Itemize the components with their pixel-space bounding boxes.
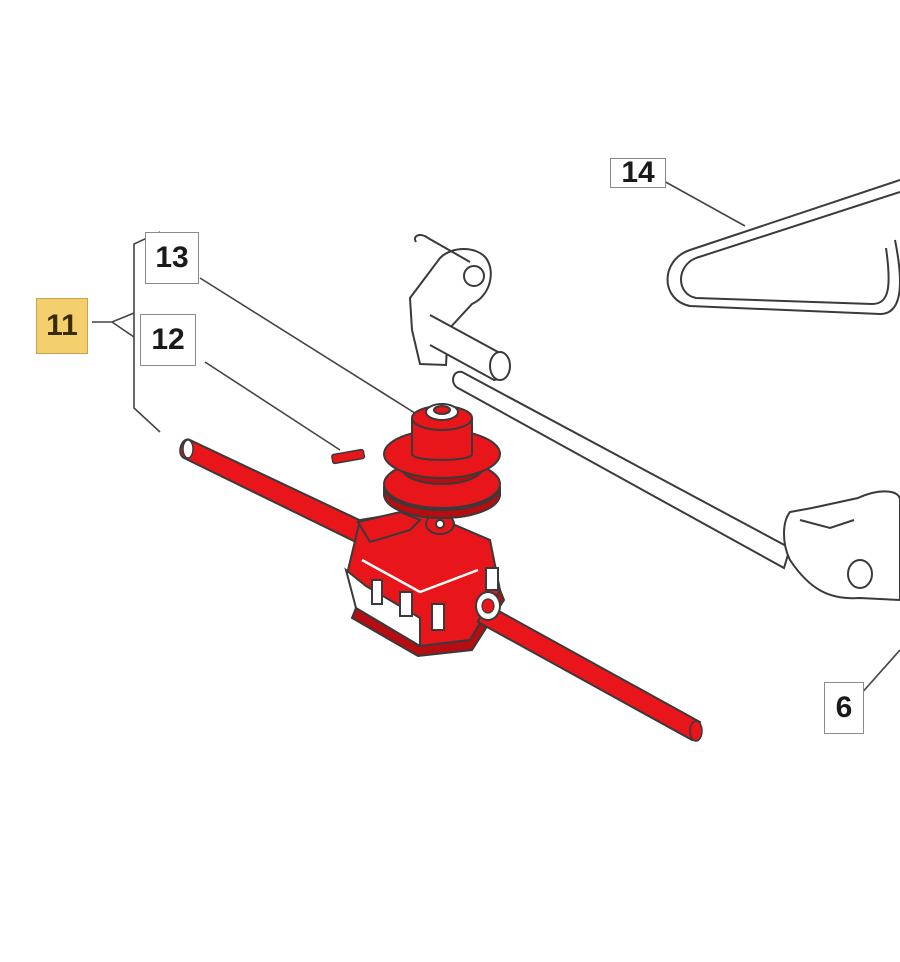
callout-14[interactable]: 14 bbox=[610, 158, 666, 188]
leader-12 bbox=[204, 361, 341, 451]
callout-6[interactable]: 6 bbox=[824, 682, 864, 734]
leader-13 bbox=[199, 277, 419, 416]
axle-right bbox=[475, 591, 703, 742]
mounting-plate-upper bbox=[408, 234, 511, 382]
leader-6 bbox=[859, 649, 900, 696]
pin-part-12 bbox=[331, 448, 366, 465]
gearbox bbox=[344, 508, 506, 658]
callout-13[interactable]: 13 bbox=[145, 232, 199, 284]
mounting-plate-lower bbox=[783, 490, 900, 602]
axle-left bbox=[179, 438, 374, 548]
leader-14 bbox=[661, 179, 746, 227]
pulley-part-13 bbox=[383, 403, 501, 520]
callout-12[interactable]: 12 bbox=[140, 314, 196, 366]
link-rod bbox=[452, 370, 792, 570]
drive-belt bbox=[666, 179, 900, 316]
callout-11[interactable]: 11 bbox=[36, 298, 88, 354]
